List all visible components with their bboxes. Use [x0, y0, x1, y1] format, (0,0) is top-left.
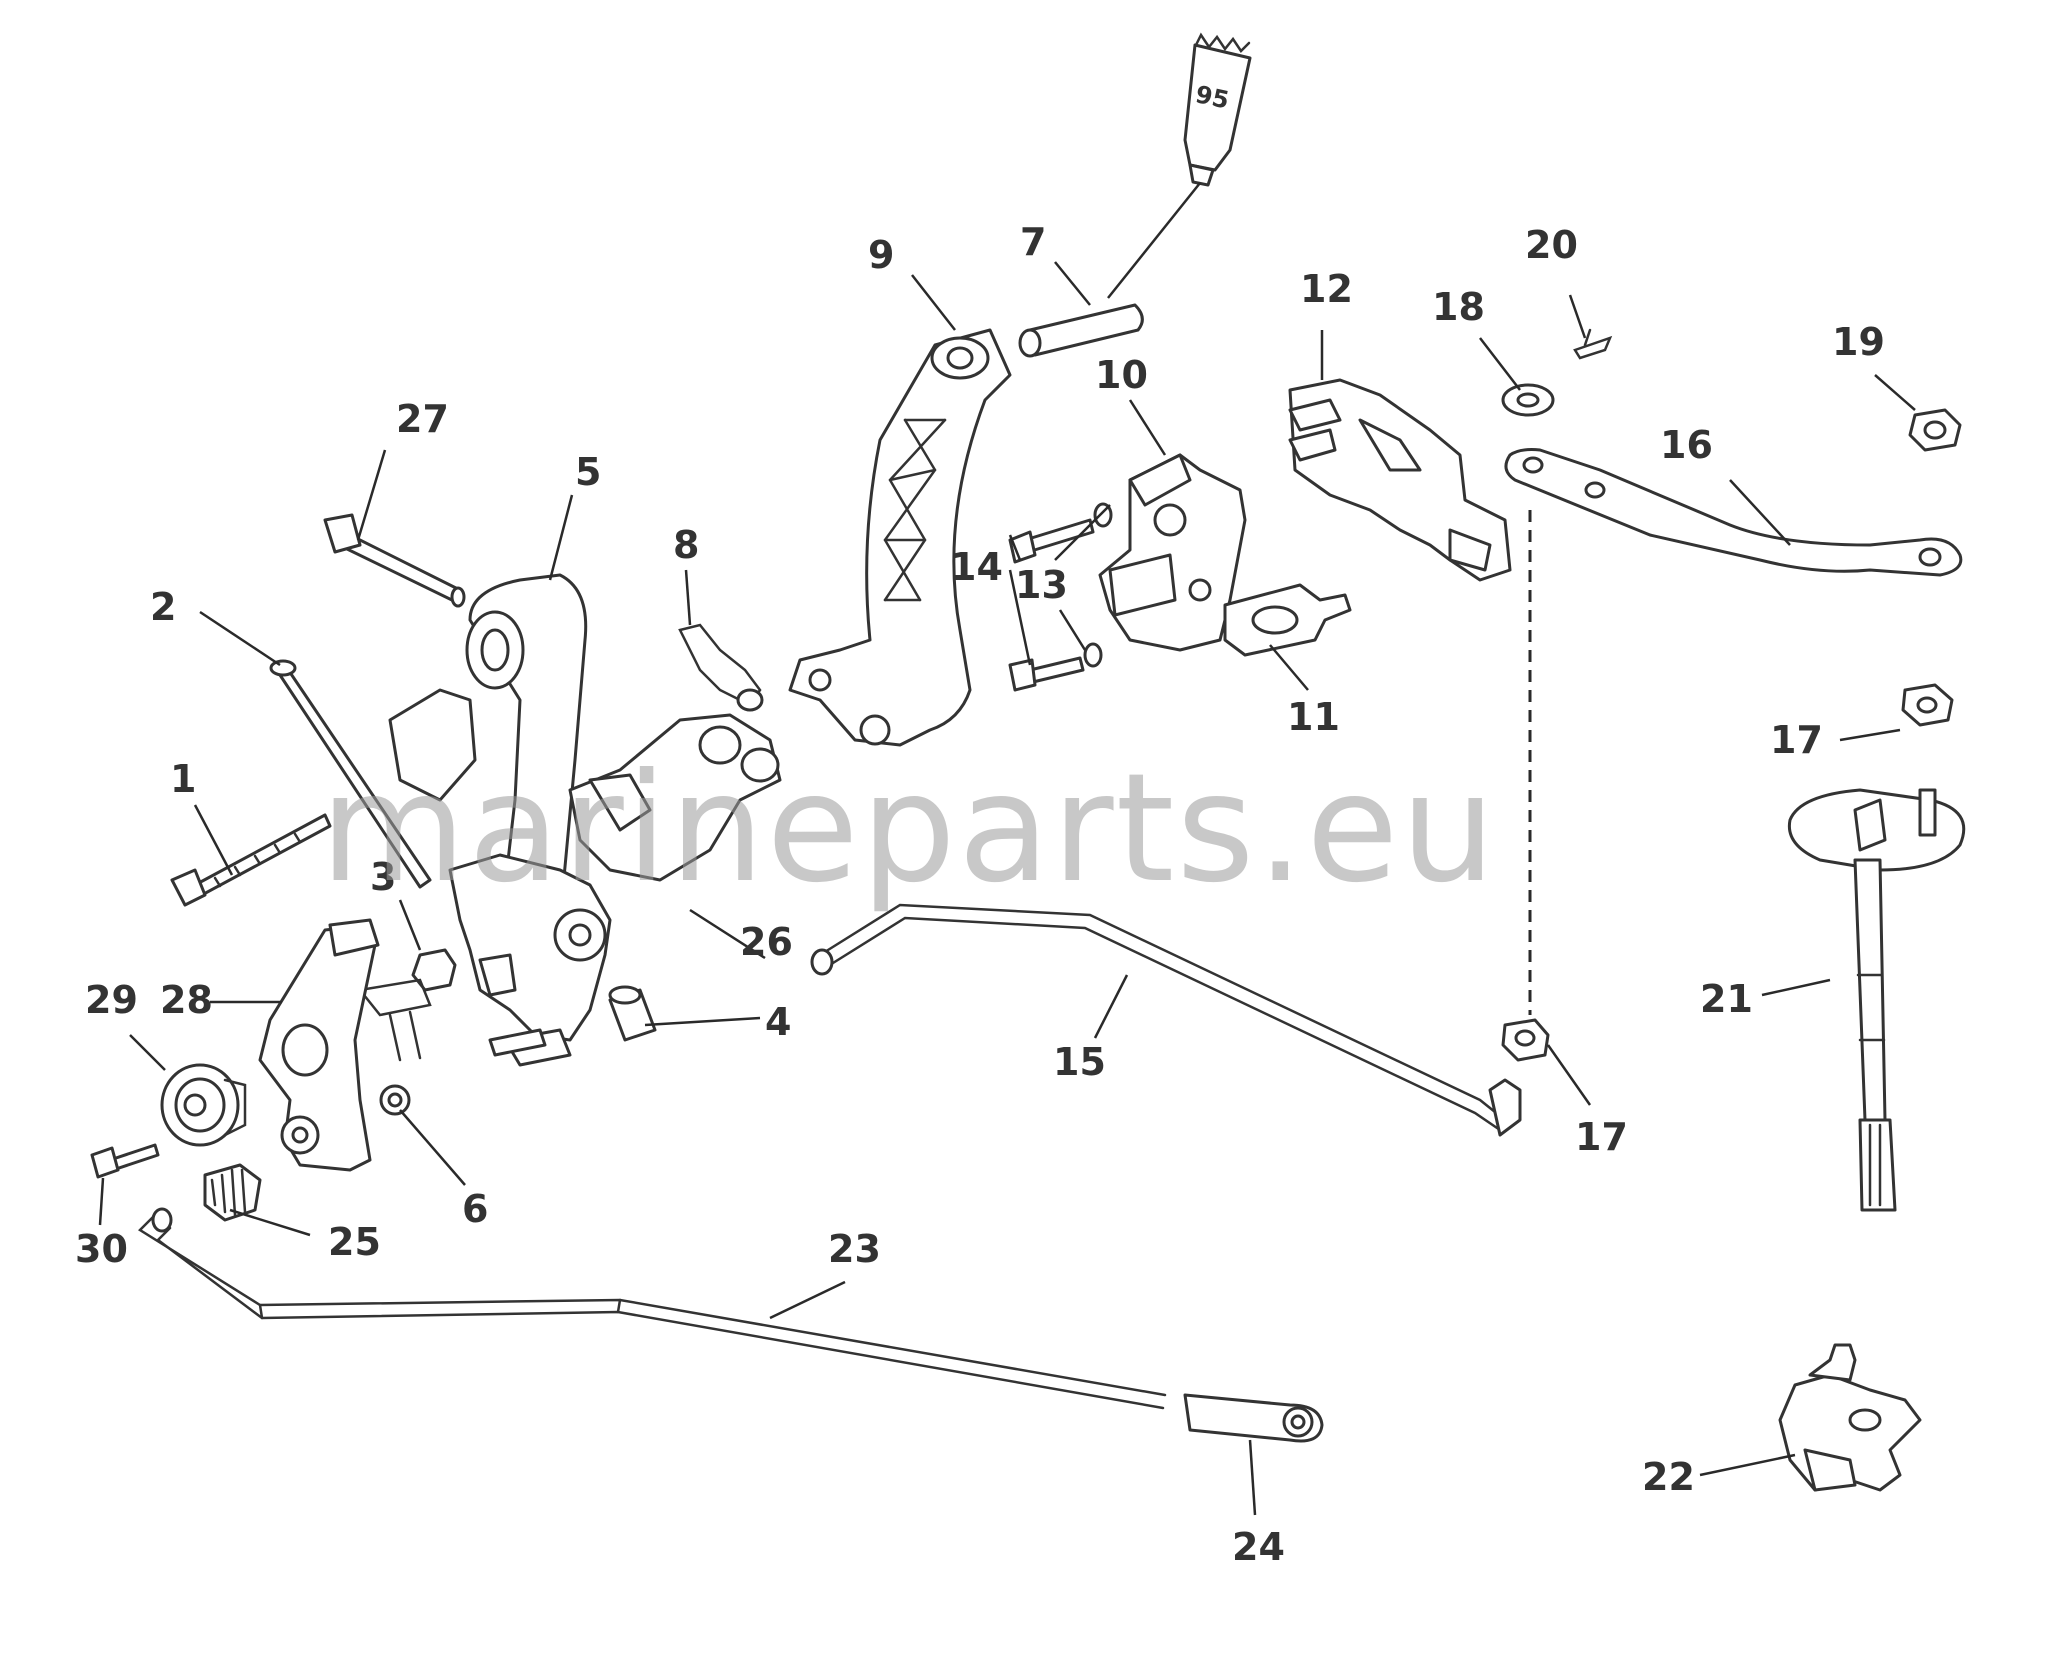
callout-21: 21: [1700, 977, 1753, 1021]
callout-30: 30: [75, 1227, 128, 1271]
callout-29: 29: [85, 978, 138, 1022]
linkage-assembly: [448, 853, 612, 1067]
nut-part-17-lower: [1501, 1018, 1550, 1062]
callout-26: 26: [740, 920, 793, 964]
screw-part-14-upper: [1008, 502, 1113, 564]
screw-part-30: [90, 1143, 160, 1179]
leader-lines: [98, 261, 1916, 1516]
link-arm-part-16: [1504, 448, 1963, 577]
lever-part-28: [258, 918, 380, 1172]
nut-part-3: [411, 948, 457, 992]
rod-part-23: [138, 1207, 1167, 1410]
callout-7: 7: [1020, 220, 1046, 264]
tube-label: 95: [1193, 80, 1231, 114]
callout-16: 16: [1660, 423, 1713, 467]
pulley-part-29: [160, 1063, 247, 1147]
callout-6: 6: [462, 1187, 488, 1231]
washer-part-18: [1501, 383, 1555, 417]
switch-part-22: [1778, 1343, 1922, 1492]
callout-8: 8: [673, 523, 699, 567]
callout-18: 18: [1432, 285, 1485, 329]
sensor-part-12: [1288, 378, 1512, 582]
lubricant-tube-95: 95: [1107, 32, 1252, 299]
spring-part-6: [357, 978, 547, 1116]
callout-1: 1: [170, 757, 196, 801]
callout-19: 19: [1832, 320, 1885, 364]
cam-part-10: [1098, 453, 1247, 652]
gasket-part-11: [1223, 583, 1352, 657]
shaft-part-21: [1787, 788, 1966, 1212]
callout-15: 15: [1053, 1040, 1106, 1084]
clip-part-20: [1573, 328, 1613, 360]
callout-27: 27: [396, 397, 449, 441]
callout-24: 24: [1232, 1525, 1285, 1569]
callout-25: 25: [328, 1220, 381, 1264]
callout-17-upper: 17: [1770, 718, 1823, 762]
callout-5: 5: [575, 450, 601, 494]
housing-part-26: [568, 713, 782, 882]
nut-part-17-upper: [1901, 683, 1954, 727]
gear-part-25: [203, 1163, 262, 1222]
rod-part-15: [810, 903, 1522, 1137]
callout-10: 10: [1095, 353, 1148, 397]
callout-20: 20: [1525, 223, 1578, 267]
callout-22: 22: [1642, 1455, 1695, 1499]
callout-12: 12: [1300, 267, 1353, 311]
callout-28: 28: [160, 978, 213, 1022]
callout-2: 2: [150, 585, 176, 629]
spacer-part-4: [608, 985, 657, 1042]
screw-part-14-lower: [1008, 642, 1103, 692]
callout-11: 11: [1287, 695, 1340, 739]
callout-9: 9: [868, 233, 894, 277]
callout-3: 3: [370, 855, 396, 899]
callout-14: 14: [950, 545, 1003, 589]
rod-end-part-24: [1183, 1393, 1324, 1443]
callout-4: 4: [765, 1000, 791, 1044]
nut-part-19: [1908, 408, 1962, 452]
bolt-part-27: [323, 513, 466, 608]
bracket-part-9: [788, 328, 1012, 747]
callout-labels: 27 5 8 9 7 10 12 18 20 19 16 14 13 11 17…: [75, 220, 1885, 1569]
callout-23: 23: [828, 1227, 881, 1271]
clip-part-8: [678, 623, 764, 712]
watermark: marineparts.eu: [320, 742, 1498, 916]
callout-13: 13: [1015, 563, 1068, 607]
pin-part-7: [1018, 303, 1144, 358]
callout-17-lower: 17: [1575, 1115, 1628, 1159]
bolt-part-1: [170, 813, 332, 907]
